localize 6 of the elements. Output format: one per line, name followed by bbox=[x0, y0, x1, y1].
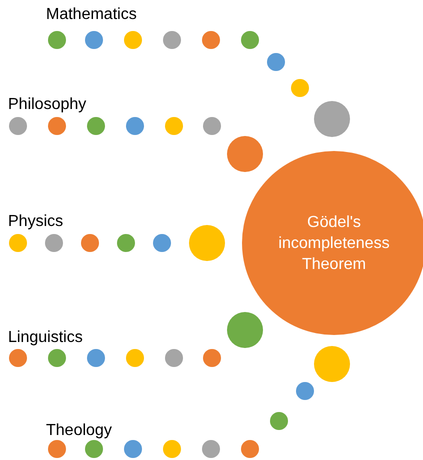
topic-label: Theology bbox=[46, 421, 112, 441]
topic-label: Mathematics bbox=[46, 5, 137, 25]
topic-label: Philosophy bbox=[8, 95, 86, 115]
topic-label: Physics bbox=[8, 212, 64, 232]
topic-label: Linguistics bbox=[8, 328, 83, 348]
hub-title: Gödel's incompleteness Theorem bbox=[277, 212, 391, 274]
